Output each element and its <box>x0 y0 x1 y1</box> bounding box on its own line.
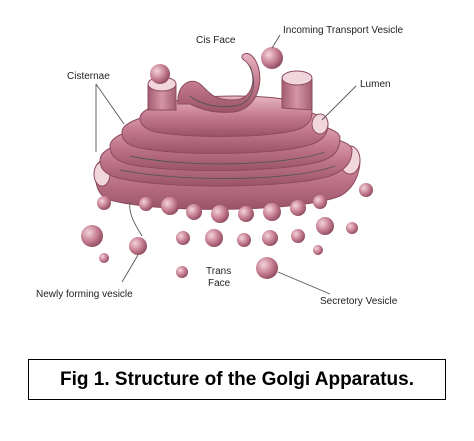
label-cisternae: Cisternae <box>67 71 110 82</box>
vesicle <box>359 183 373 197</box>
label-lumen: Lumen <box>360 79 391 90</box>
leader-lines <box>95 34 357 295</box>
vesicle <box>150 64 170 84</box>
leader-incoming-vesicle <box>271 34 281 49</box>
figure-caption: Fig 1. Structure of the Golgi Apparatus. <box>60 368 414 390</box>
leader-lumen <box>321 85 357 121</box>
figure-caption-box: Fig 1. Structure of the Golgi Apparatus. <box>28 359 446 400</box>
vesicle <box>129 237 147 255</box>
cisterna-cis-top <box>177 53 261 113</box>
golgi-stack <box>93 53 361 237</box>
trans-face-buds <box>129 195 327 237</box>
vesicle <box>291 229 305 243</box>
vesicle <box>316 217 334 235</box>
golgi-diagram: Cis Face Incoming Transport Vesicle Cist… <box>36 25 403 307</box>
label-cis-face: Cis Face <box>196 35 236 46</box>
vesicle <box>237 233 251 247</box>
vesicle <box>205 229 223 247</box>
vesicle <box>313 245 323 255</box>
leader-cisternae-2 <box>95 83 125 125</box>
label-newly-forming-vesicle: Newly forming vesicle <box>36 289 133 300</box>
label-secretory-vesicle: Secretory Vesicle <box>320 296 398 307</box>
vesicles <box>81 47 373 279</box>
label-trans-face-line1: Trans <box>206 266 231 277</box>
vesicle <box>81 225 103 247</box>
leader-newly-forming <box>121 254 139 283</box>
diagram-labels: Cis Face Incoming Transport Vesicle Cist… <box>36 25 403 307</box>
vesicle <box>256 257 278 279</box>
vesicle <box>346 222 358 234</box>
label-incoming-vesicle: Incoming Transport Vesicle <box>283 25 403 36</box>
vesicle <box>97 196 111 210</box>
cisterna-end-right <box>281 70 313 111</box>
vesicle <box>262 230 278 246</box>
leader-secretory <box>277 271 331 295</box>
label-trans-face-line2: Face <box>208 278 231 289</box>
vesicle <box>176 266 188 278</box>
vesicle <box>176 231 190 245</box>
vesicle <box>261 47 283 69</box>
vesicle <box>99 253 109 263</box>
